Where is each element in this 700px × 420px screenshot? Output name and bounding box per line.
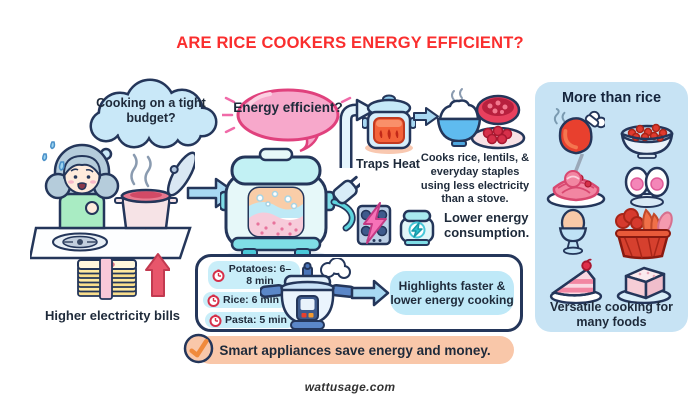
cooks-description: Cooks rice, lentils, & everyday staples … [420,152,530,206]
bills-caption: Higher electricity bills [44,308,181,323]
energy-bubble-text: Energy efficient? [233,100,343,115]
clock-icon [212,269,225,282]
more-than-rice-panel: More than rice [535,82,688,332]
panel-title: More than rice [561,90,662,106]
right-arrow-icon [413,106,440,127]
vegetable-basket-icon [609,206,677,267]
time-pill-pasta: Pasta: 5 min [205,312,295,329]
up-arrow-icon [145,253,171,297]
cooking-times-box: Potatoes: 6–8 min Rice: 6 min Pasta: 5 m… [195,254,523,332]
money-stack-icon [70,248,171,306]
elbow-arrow-icon [332,98,377,170]
spaghetti-icon [543,153,609,215]
power-plug-icon [332,175,363,205]
tofu-icon [613,260,675,309]
traps-heat-label: Traps Heat [356,157,420,171]
checkmark-icon [182,332,215,365]
thought-bubble-text: Cooking on a tight budget? [96,96,206,125]
clock-icon [209,314,222,327]
time-pill-potatoes: Potatoes: 6–8 min [208,261,300,290]
banner: Smart appliances save energy and money. [196,336,514,364]
stove-lightning-icon [356,202,392,246]
cloud-bubble-icon [89,78,218,169]
boiled-eggs-icon [619,158,675,215]
thought-bubble: Cooking on a tight budget? [70,76,232,170]
drumstick-icon [547,108,607,163]
pressure-cooker-icon [258,257,357,332]
time-pill-text: Pasta: 5 min [225,314,287,326]
page-title: ARE RICE COOKERS ENERGY EFFICIENT? [176,34,524,52]
lower-energy-label: Lower energy consumption. [444,210,530,240]
banner-text: Smart appliances save energy and money. [219,342,491,358]
worried-cook-illustration [28,132,198,260]
heat-pot-icon [361,92,417,156]
right-arrow-icon [350,279,390,307]
energy-bubble: Energy efficient? [220,84,356,154]
time-pill-text: Potatoes: 6–8 min [228,263,292,288]
panel-caption: Versatile cooking for many foods [550,300,673,329]
website-url: wattusage.com [304,380,396,394]
efficient-cooker-icon [398,206,436,246]
cake-slice-icon [547,258,605,309]
clock-icon [207,294,220,307]
staple-foods-icon [432,86,528,152]
highlight-pill: Highlights faster & lower energy cooking [390,271,514,315]
highlight-text: Highlights faster & lower energy cooking [390,278,514,307]
beans-bowl-icon [617,112,677,165]
egg-cup-icon [551,206,595,263]
